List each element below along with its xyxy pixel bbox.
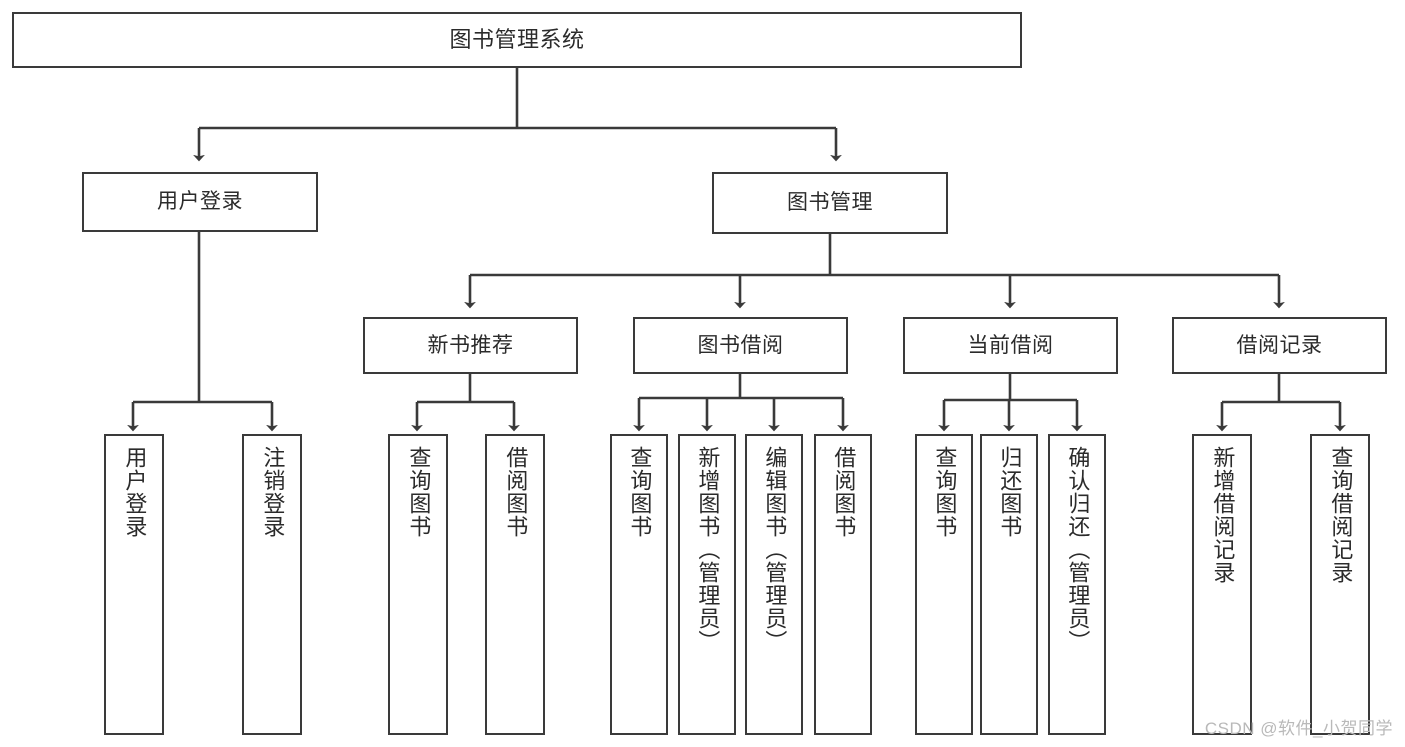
node-label: 图书管理系统 bbox=[449, 26, 585, 52]
node-label: 查询借阅记录 bbox=[1328, 446, 1354, 584]
node-book-management[interactable]: 图书管理 bbox=[712, 172, 948, 234]
node-new-book-recommend[interactable]: 新书推荐 bbox=[363, 317, 578, 374]
leaf-borrow-book-recommend[interactable]: 借阅图书 bbox=[485, 434, 545, 735]
node-label: 图书管理 bbox=[787, 191, 873, 215]
leaf-add-borrow-record[interactable]: 新增借阅记录 bbox=[1192, 434, 1252, 735]
leaf-query-book-borrow[interactable]: 查询图书 bbox=[610, 434, 668, 735]
leaf-return-book[interactable]: 归还图书 bbox=[980, 434, 1038, 735]
watermark-text: CSDN @软件_小贺同学 bbox=[1204, 719, 1393, 738]
leaf-logout-login[interactable]: 注销登录 bbox=[242, 434, 302, 735]
node-book-borrow[interactable]: 图书借阅 bbox=[633, 317, 848, 374]
leaf-query-borrow-record[interactable]: 查询借阅记录 bbox=[1310, 434, 1370, 735]
node-label: 新书推荐 bbox=[427, 333, 514, 357]
node-label: 新增借阅记录 bbox=[1210, 446, 1236, 584]
node-label: 编辑图书（管理员） bbox=[762, 446, 788, 653]
node-label: 用户登录 bbox=[122, 446, 148, 538]
leaf-add-book-admin[interactable]: 新增图书（管理员） bbox=[678, 434, 736, 735]
leaf-user-login[interactable]: 用户登录 bbox=[104, 434, 164, 735]
node-label: 借阅记录 bbox=[1236, 333, 1323, 357]
node-user-login[interactable]: 用户登录 bbox=[82, 172, 318, 232]
leaf-query-book-current[interactable]: 查询图书 bbox=[915, 434, 973, 735]
node-root-book-management-system[interactable]: 图书管理系统 bbox=[12, 12, 1022, 68]
node-current-borrow[interactable]: 当前借阅 bbox=[903, 317, 1118, 374]
node-label: 查询图书 bbox=[932, 446, 958, 538]
node-label: 图书借阅 bbox=[697, 333, 784, 357]
node-label: 注销登录 bbox=[260, 446, 286, 538]
node-label: 确认归还（管理员） bbox=[1065, 446, 1091, 653]
node-label: 用户登录 bbox=[157, 190, 243, 214]
node-label: 借阅图书 bbox=[503, 446, 529, 538]
node-borrow-record[interactable]: 借阅记录 bbox=[1172, 317, 1387, 374]
node-label: 查询图书 bbox=[627, 446, 653, 538]
node-label: 借阅图书 bbox=[831, 446, 857, 538]
node-label: 当前借阅 bbox=[967, 333, 1054, 357]
node-label: 查询图书 bbox=[406, 446, 432, 538]
leaf-query-book-recommend[interactable]: 查询图书 bbox=[388, 434, 448, 735]
node-label: 归还图书 bbox=[997, 446, 1023, 538]
leaf-edit-book-admin[interactable]: 编辑图书（管理员） bbox=[745, 434, 803, 735]
node-label: 新增图书（管理员） bbox=[695, 446, 721, 653]
leaf-borrow-book-borrow[interactable]: 借阅图书 bbox=[814, 434, 872, 735]
leaf-confirm-return-admin[interactable]: 确认归还（管理员） bbox=[1048, 434, 1106, 735]
